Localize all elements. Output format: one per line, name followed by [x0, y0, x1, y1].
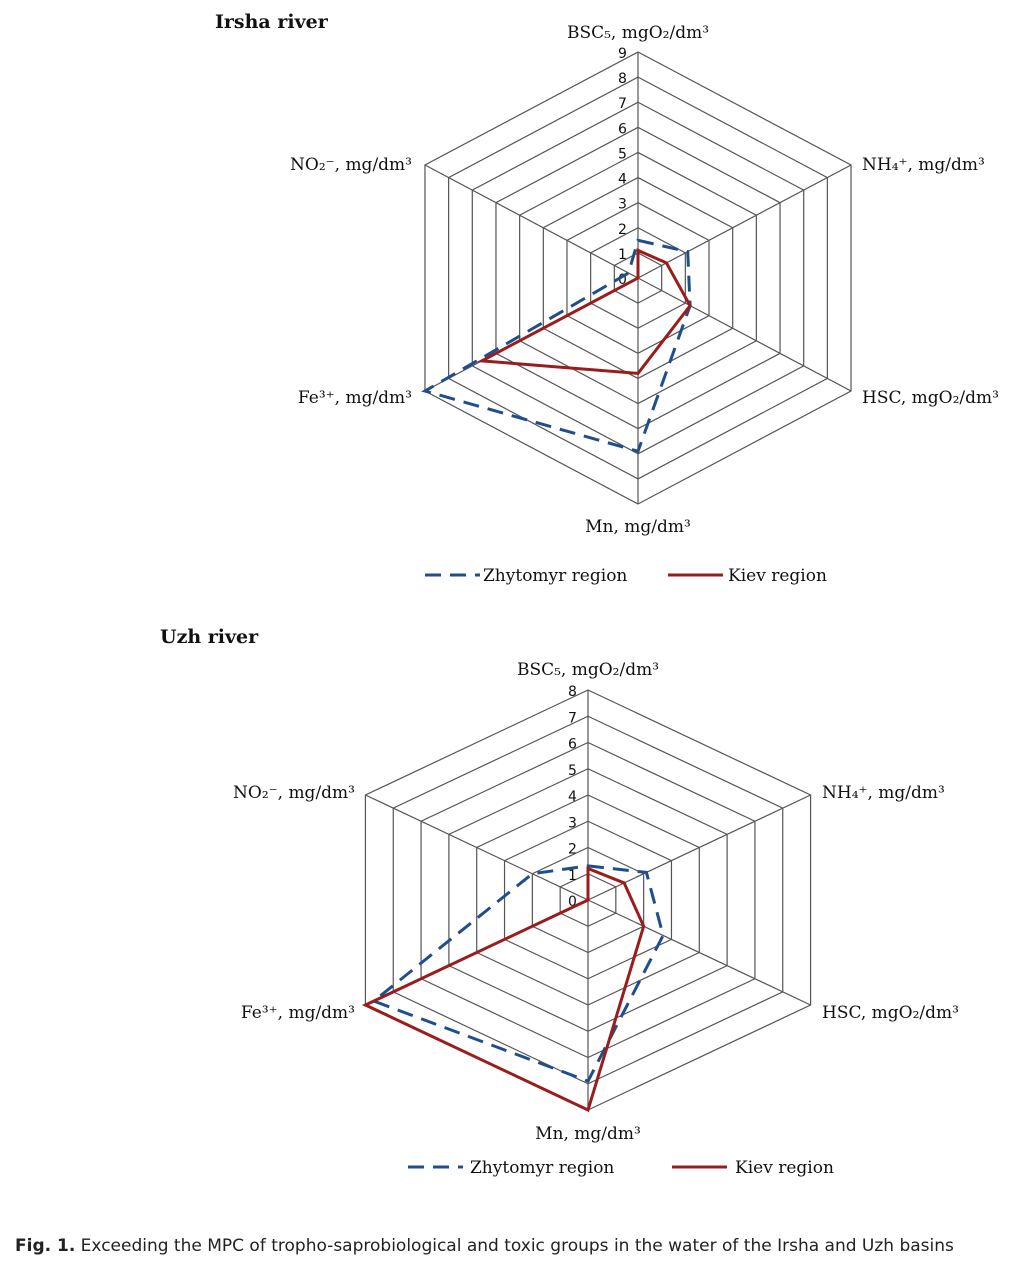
tick-label: 8 [568, 684, 577, 700]
legend-label: Zhytomyr region [470, 1158, 614, 1178]
axis-spoke [587, 899, 811, 1006]
caption-text: Exceeding the MPC of tropho-saprobiologi… [75, 1236, 954, 1256]
tick-label: 0 [618, 272, 627, 288]
axis-label: NH₄⁺, mg/dm³ [862, 155, 985, 175]
tick-label: 6 [618, 121, 627, 137]
axis-label: Mn, mg/dm³ [535, 1124, 641, 1144]
series-zhytomyr [421, 238, 692, 454]
tick-label: 7 [618, 96, 627, 112]
series-kiev [361, 866, 646, 1113]
figure-caption: Fig. 1. Exceeding the MPC of tropho-sapr… [15, 1236, 954, 1256]
tick-label: 5 [618, 146, 627, 162]
chart-title: Irsha river [215, 11, 329, 33]
legend-label: Kiev region [735, 1158, 834, 1178]
axis-label: Mn, mg/dm³ [585, 517, 691, 537]
tick-label: 2 [618, 222, 627, 238]
tick-label: 3 [568, 815, 577, 831]
axis-label: Fe³⁺, mg/dm³ [241, 1003, 355, 1023]
axis-label: NO₂⁻, mg/dm³ [290, 155, 412, 175]
series-zhytomyr [370, 864, 665, 1083]
chart-title: Uzh river [160, 626, 259, 648]
tick-label: 6 [568, 737, 577, 753]
tick-label: 9 [618, 46, 627, 62]
tick-label: 1 [568, 868, 577, 884]
axis-spoke [365, 794, 589, 901]
axis-spoke [637, 164, 852, 279]
axis-label: HSC, mgO₂/dm³ [862, 388, 999, 408]
tick-label: 4 [568, 789, 577, 805]
series-kiev [476, 248, 692, 375]
tick-label: 2 [568, 842, 577, 858]
legend-label: Kiev region [728, 566, 827, 586]
tick-label: 4 [618, 172, 627, 188]
tick-label: 3 [618, 197, 627, 213]
axis-label: HSC, mgO₂/dm³ [822, 1003, 959, 1023]
tick-label: 0 [568, 894, 577, 910]
axis-label: BSC₅, mgO₂/dm³ [517, 660, 659, 680]
axis-label: NO₂⁻, mg/dm³ [233, 783, 355, 803]
tick-label: 8 [618, 71, 627, 87]
tick-label: 7 [568, 710, 577, 726]
axis-spoke [424, 164, 639, 279]
axis-label: NH₄⁺, mg/dm³ [822, 783, 945, 803]
tick-label: 1 [618, 247, 627, 263]
tick-label: 5 [568, 763, 577, 779]
caption-label: Fig. 1. [15, 1236, 76, 1256]
axis-spoke [637, 277, 852, 392]
axis-label: Fe³⁺, mg/dm³ [298, 388, 412, 408]
legend-label: Zhytomyr region [483, 566, 627, 586]
axis-label: BSC₅, mgO₂/dm³ [567, 23, 709, 43]
